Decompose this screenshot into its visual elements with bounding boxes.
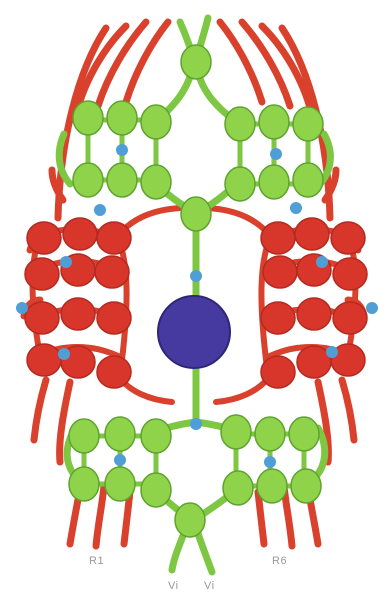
green-node-5	[107, 163, 137, 197]
blue-dot-1	[270, 148, 282, 160]
red-node-left-7	[61, 298, 95, 330]
red-node-right-0	[331, 222, 365, 254]
red-node-right-7	[297, 298, 331, 330]
label-bottom-right: Vi	[204, 580, 215, 592]
green-node-21	[255, 417, 285, 451]
green-node-11	[259, 165, 289, 199]
blue-dot-5	[316, 256, 328, 268]
green-node-14	[69, 419, 99, 453]
red-weave-right-6	[216, 376, 270, 402]
red-node-left-6	[25, 302, 59, 334]
red-strand-bottom-right-0	[342, 380, 354, 440]
green-node-8	[259, 105, 289, 139]
blue-dot-11	[190, 418, 202, 430]
red-node-left-3	[25, 258, 59, 290]
red-strand-bottom-left-0	[34, 380, 46, 440]
red-node-left-9	[27, 344, 61, 376]
label-bottom-left: Vi	[168, 580, 179, 592]
blue-dot-7	[366, 302, 378, 314]
green-node-22	[289, 417, 319, 451]
green-node-6	[141, 165, 171, 199]
green-node-25	[291, 469, 321, 503]
green-node-12	[293, 163, 323, 197]
blue-dot-2	[94, 204, 106, 216]
red-node-right-10	[297, 346, 331, 378]
green-node-16	[141, 419, 171, 453]
green-node-15	[105, 417, 135, 451]
red-node-left-8	[97, 302, 131, 334]
label-right-bottom: R6	[272, 555, 287, 567]
center-circle	[158, 296, 230, 368]
green-node-13	[181, 197, 211, 231]
red-strand-bottom-left-3	[96, 486, 104, 546]
green-node-17	[69, 467, 99, 501]
green-node-0	[181, 45, 211, 79]
red-node-left-5	[95, 256, 129, 288]
red-node-right-3	[333, 258, 367, 290]
red-node-right-11	[261, 356, 295, 388]
blue-dot-6	[16, 302, 28, 314]
red-node-right-5	[263, 256, 297, 288]
blue-dot-4	[60, 256, 72, 268]
blue-dot-12	[114, 454, 126, 466]
blue-dot-9	[326, 346, 338, 358]
green-node-3	[141, 105, 171, 139]
red-node-left-2	[97, 222, 131, 254]
green-node-1	[73, 101, 103, 135]
red-node-left-11	[97, 356, 131, 388]
blue-dot-0	[116, 144, 128, 156]
green-node-7	[225, 107, 255, 141]
red-node-right-2	[261, 222, 295, 254]
blue-dot-8	[58, 348, 70, 360]
red-node-left-1	[63, 218, 97, 250]
blue-dot-10	[190, 270, 202, 282]
red-node-right-1	[295, 218, 329, 250]
green-node-18	[105, 467, 135, 501]
green-node-20	[221, 415, 251, 449]
green-node-23	[223, 471, 253, 505]
green-node-26	[175, 503, 205, 537]
label-left-bottom: R1	[89, 555, 104, 567]
green-node-10	[225, 167, 255, 201]
green-node-2	[107, 101, 137, 135]
green-node-19	[141, 473, 171, 507]
red-node-left-0	[27, 222, 61, 254]
blue-dot-3	[290, 202, 302, 214]
red-node-right-6	[333, 302, 367, 334]
green-node-4	[73, 163, 103, 197]
green-node-24	[257, 469, 287, 503]
blue-dot-13	[264, 456, 276, 468]
green-node-9	[293, 107, 323, 141]
red-node-right-8	[261, 302, 295, 334]
